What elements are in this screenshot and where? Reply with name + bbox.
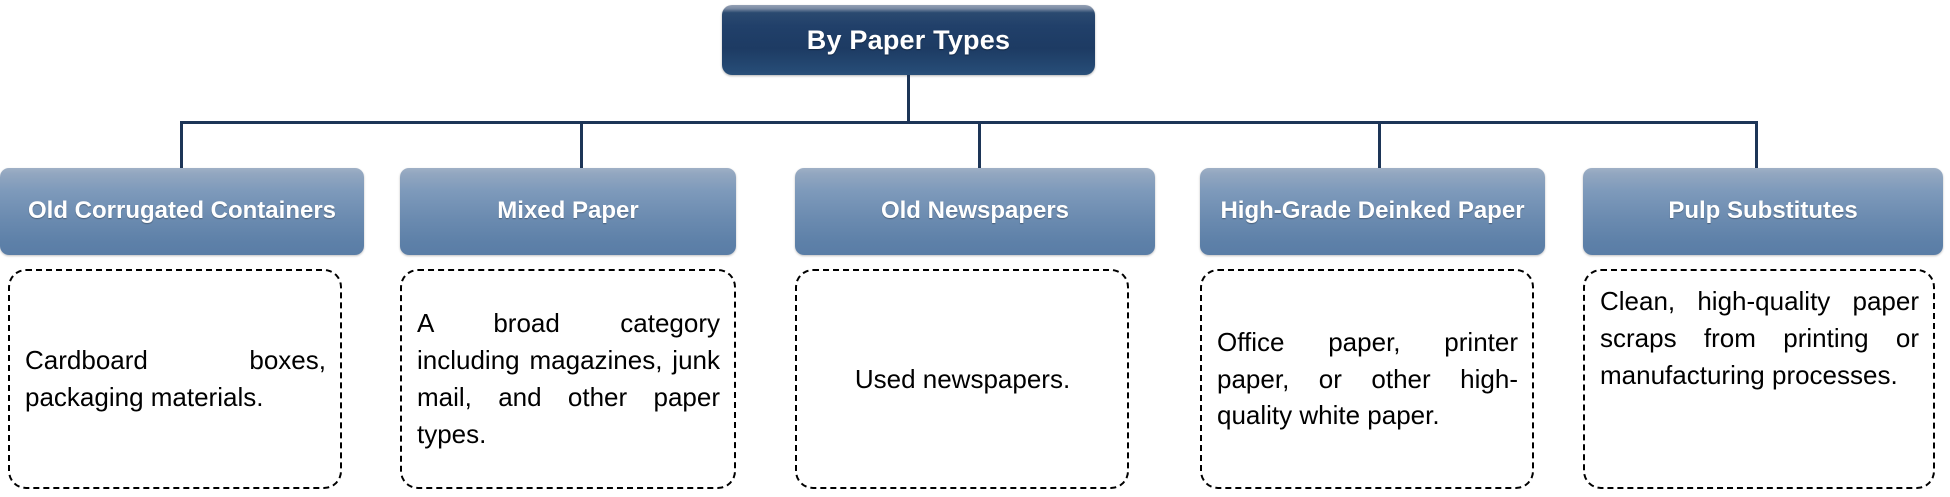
description-box-high-grade-deinked-paper[interactable]: Office paper, printer paper, or other hi… bbox=[1200, 269, 1534, 489]
description-text-high-grade-deinked-paper: Office paper, printer paper, or other hi… bbox=[1217, 326, 1518, 431]
description-text-old-corrugated-containers: Cardboard boxes, packaging materials. bbox=[25, 345, 326, 412]
description-box-mixed-paper[interactable]: A broad category including magazines, ju… bbox=[400, 269, 736, 489]
description-box-pulp-substitutes[interactable]: Clean, high-quality paper scraps from pr… bbox=[1583, 269, 1935, 489]
category-label-mixed-paper: Mixed Paper bbox=[497, 197, 639, 225]
description-box-old-corrugated-containers[interactable]: Cardboard boxes, packaging materials. bbox=[8, 269, 342, 489]
description-box-old-newspapers[interactable]: Used newspapers. bbox=[795, 269, 1129, 489]
category-label-old-corrugated-containers: Old Corrugated Containers bbox=[27, 197, 337, 225]
connector-drop-old-newspapers bbox=[978, 121, 981, 170]
root-node-label: By Paper Types bbox=[806, 24, 1011, 55]
description-text-mixed-paper: A broad category including magazines, ju… bbox=[417, 308, 720, 449]
description-text-pulp-substitutes: Clean, high-quality paper scraps from pr… bbox=[1600, 286, 1919, 390]
category-label-high-grade-deinked-paper: High-Grade Deinked Paper bbox=[1220, 197, 1525, 225]
category-label-old-newspapers: Old Newspapers bbox=[880, 197, 1070, 225]
category-node-old-newspapers[interactable]: Old Newspapers bbox=[795, 168, 1155, 255]
category-node-high-grade-deinked-paper[interactable]: High-Grade Deinked Paper bbox=[1200, 168, 1545, 255]
connector-stem-root bbox=[907, 75, 910, 123]
category-label-pulp-substitutes: Pulp Substitutes bbox=[1668, 197, 1858, 225]
connector-drop-high-grade-deinked-paper bbox=[1378, 121, 1381, 170]
category-node-pulp-substitutes[interactable]: Pulp Substitutes bbox=[1583, 168, 1943, 255]
connector-drop-mixed-paper bbox=[580, 121, 583, 170]
connector-drop-pulp-substitutes bbox=[1755, 121, 1758, 170]
description-text-old-newspapers: Used newspapers. bbox=[854, 363, 1071, 394]
category-node-mixed-paper[interactable]: Mixed Paper bbox=[400, 168, 736, 255]
connector-drop-old-corrugated-containers bbox=[180, 121, 183, 170]
connector-horizontal-bar bbox=[180, 121, 1758, 124]
root-node-by-paper-types[interactable]: By Paper Types bbox=[722, 5, 1095, 75]
category-node-old-corrugated-containers[interactable]: Old Corrugated Containers bbox=[0, 168, 364, 255]
